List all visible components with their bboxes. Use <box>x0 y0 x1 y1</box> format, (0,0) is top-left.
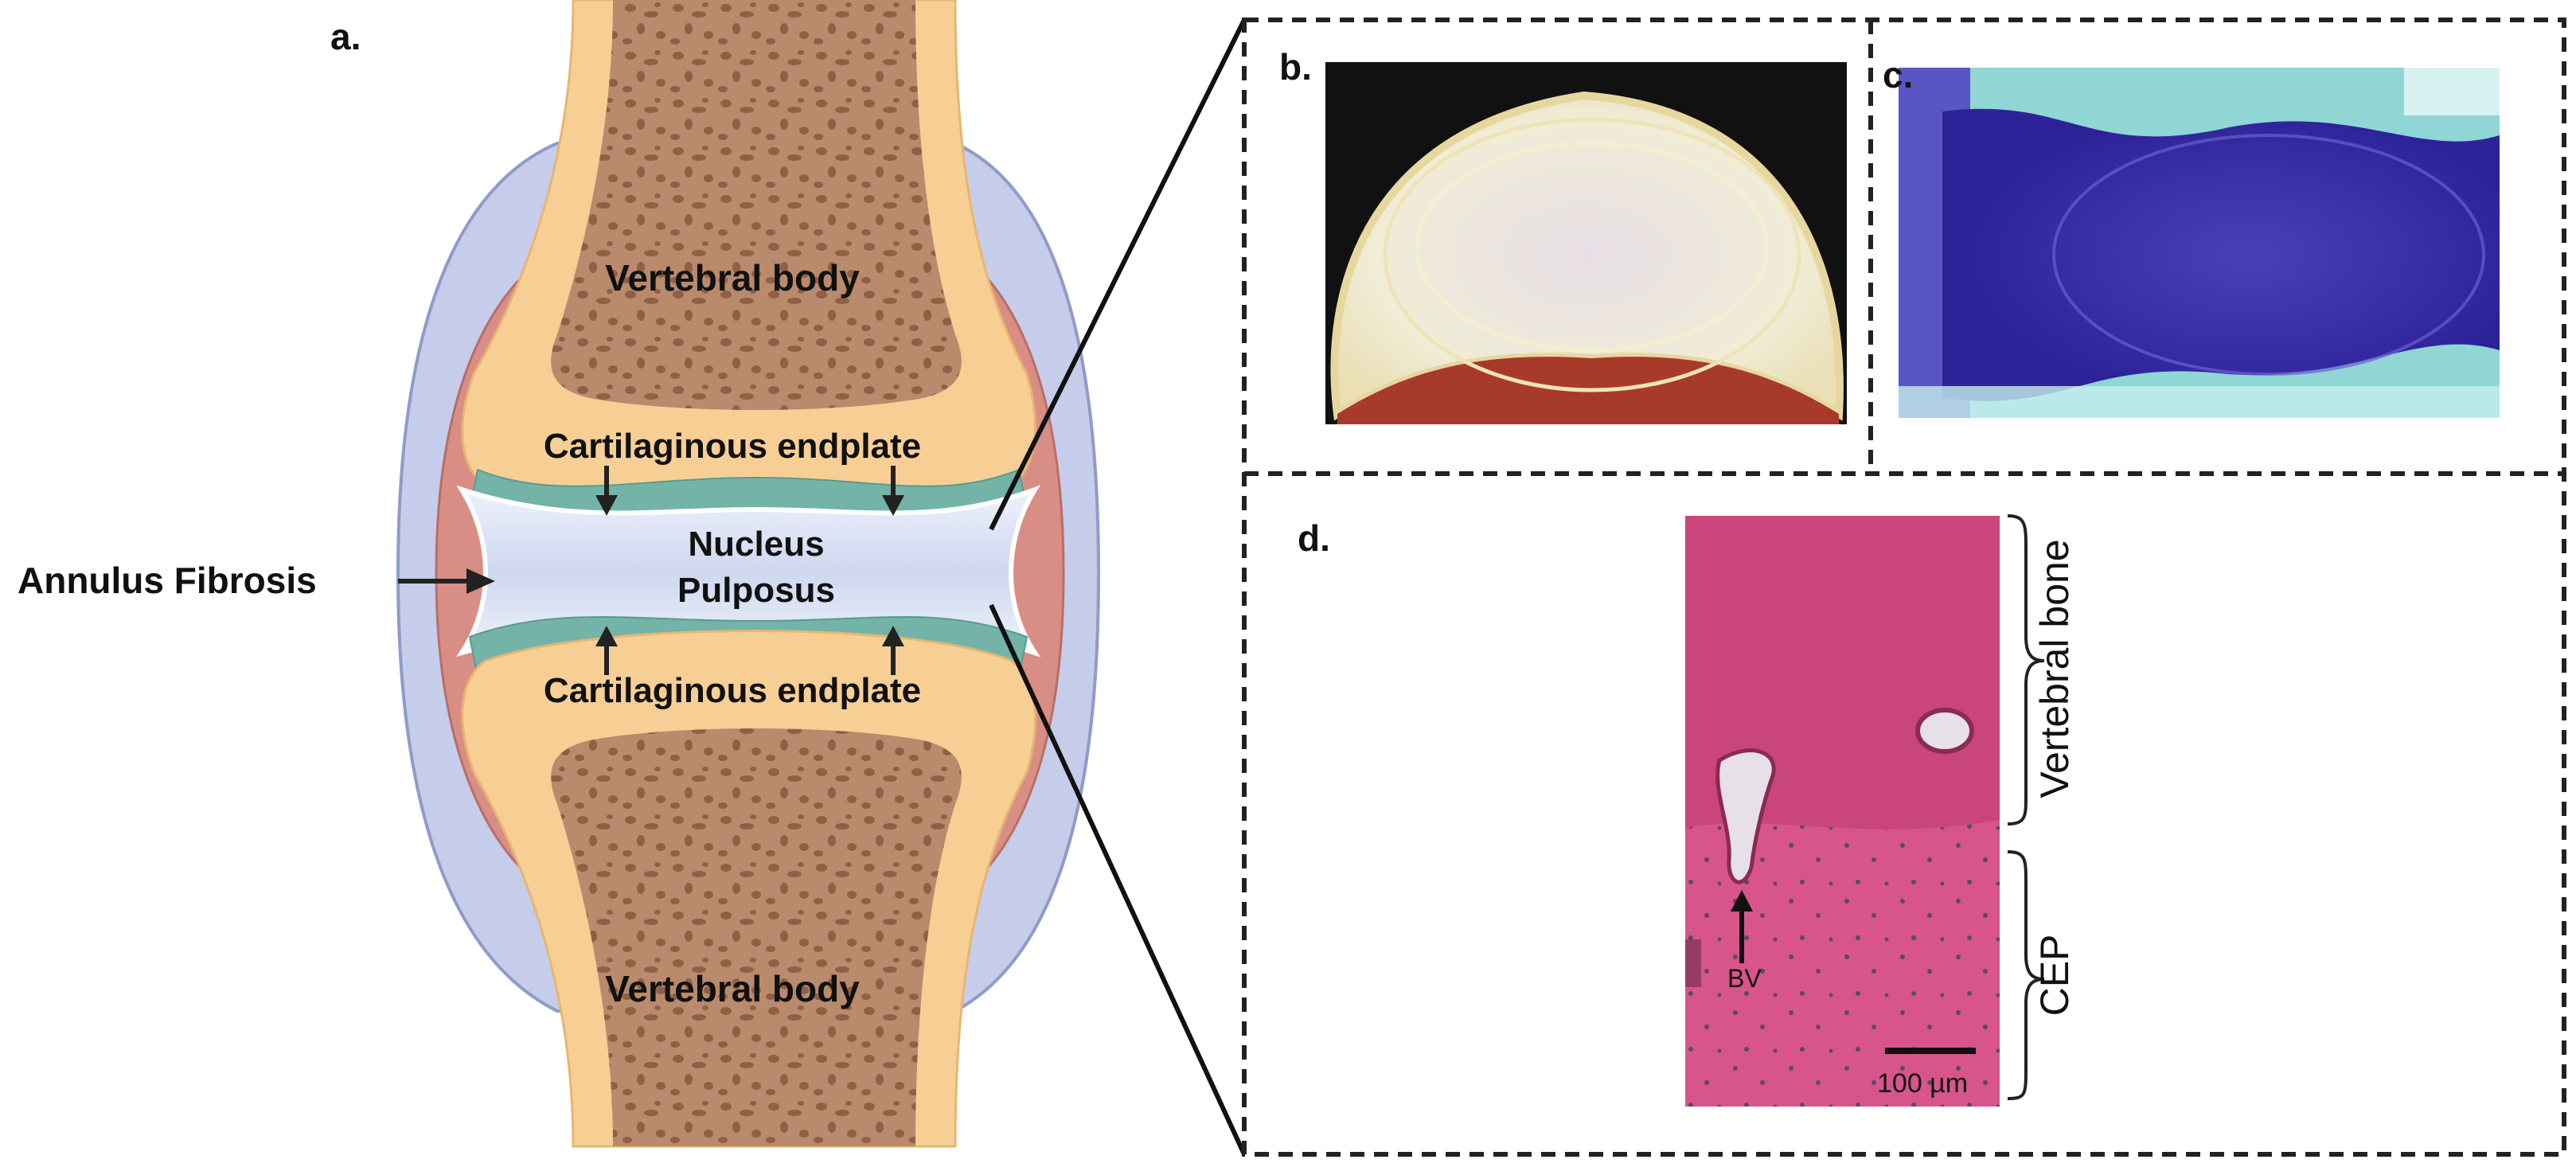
zoom-connector-lines <box>989 18 1247 1156</box>
panel-b-letter: b. <box>1279 46 1312 88</box>
annulus-arrow <box>398 568 495 594</box>
panel-c-stain <box>1899 68 2500 418</box>
panel-frames <box>1242 18 2566 1157</box>
endplate-bottom-label: Cartilaginous endplate <box>544 671 921 710</box>
stained-disc-region <box>1942 108 2500 401</box>
anatomy-braces <box>2007 514 2045 1100</box>
panel-b-photo <box>1325 62 1847 424</box>
nucleus-label-line1: Nucleus <box>688 525 824 564</box>
vertebral-body-top-label: Vertebral body <box>605 257 860 299</box>
endplate-arrows <box>595 466 904 675</box>
vertebra-bottom-inner <box>551 728 962 1146</box>
panel-a-letter: a. <box>330 16 361 57</box>
panel-c-letter: c. <box>1883 54 1913 96</box>
bone-lacuna <box>1915 708 1974 754</box>
nucleus-label-line2: Pulposus <box>677 571 835 610</box>
panel-d-histology <box>1685 516 2000 1107</box>
annulus-label: Annulus Fibrosis <box>18 560 317 601</box>
panel-a-illustration <box>396 0 1101 1148</box>
scale-bar-label: 100 µm <box>1877 1068 1968 1099</box>
endplate-top-label: Cartilaginous endplate <box>544 427 921 466</box>
vertebral-bone-label: Vertebral bone <box>2032 539 2077 798</box>
bv-arrow <box>1731 890 1753 963</box>
cep-label: CEP <box>2032 935 2077 1017</box>
bv-label: BV <box>1727 964 1762 993</box>
blood-vessel-structure <box>1715 748 1776 884</box>
panel-d-letter: d. <box>1298 517 1330 559</box>
vertebra-top-inner <box>551 0 962 410</box>
vertebral-body-bottom-label: Vertebral body <box>605 968 860 1009</box>
